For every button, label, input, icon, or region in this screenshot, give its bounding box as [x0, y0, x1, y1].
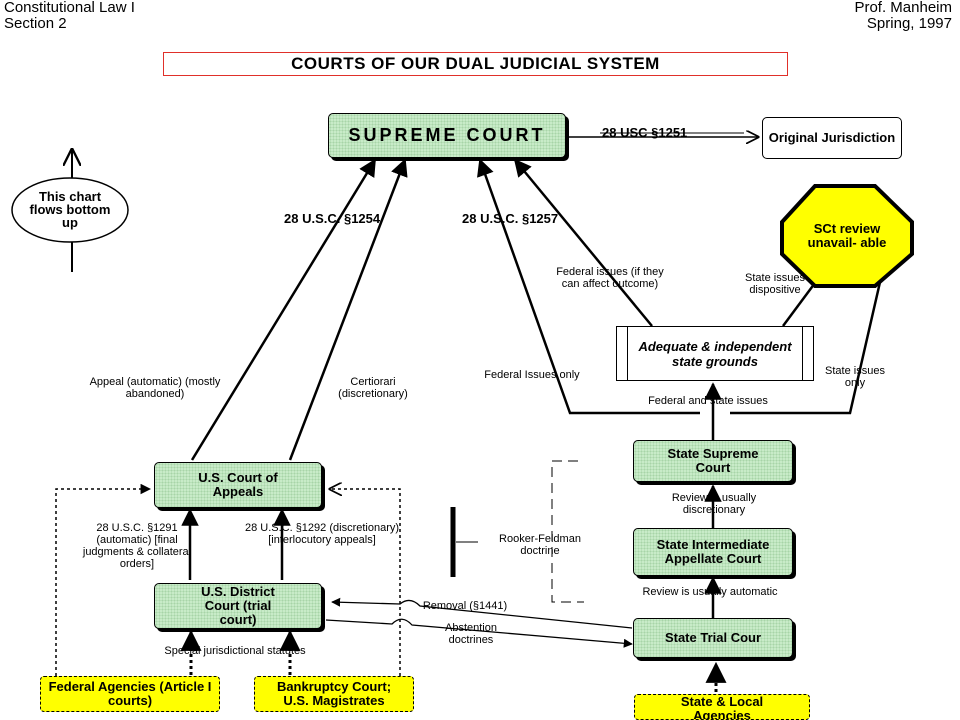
state-issues-only-arrow [730, 254, 892, 415]
appeal-automatic-label: Appeal (automatic) (mostly abandoned) [89, 376, 221, 400]
federal-issues-only-label: Federal Issues only [484, 369, 580, 381]
original-jurisdiction-box: Original Jurisdiction [762, 117, 902, 159]
state-intermediate-court-box: State Intermediate Appellate Court [633, 528, 793, 576]
certiorari-arrow [288, 158, 408, 461]
bankruptcy-appeals-dotted [330, 489, 401, 676]
flow-note: This chart flows bottom up [29, 189, 111, 230]
abstention-arrow [325, 618, 633, 648]
bankruptcy-box: Bankruptcy Court; U.S. Magistrates [254, 676, 414, 712]
state-supreme-court-box: State Supreme Court [633, 440, 793, 482]
federal-agencies-box: Federal Agencies (Article I courts) [40, 676, 220, 712]
rooker-feldman-label: Rooker-Feldman doctrine [499, 533, 581, 557]
adequate-grounds-box: Adequate & independent state grounds [616, 326, 814, 381]
rooker-feldman-bracket [551, 460, 584, 603]
review-automatic-label: Review is usually automatic [642, 586, 778, 598]
state-trial-court-box: State Trial Cour [633, 618, 793, 658]
state-issues-only-label: State issues only [825, 365, 885, 389]
state-issues-dispositive-label: State issues dispositive [745, 272, 805, 296]
abstention-label: Abstention doctrines [445, 622, 497, 646]
sct-unavailable-label: SCt review unavail- able [807, 221, 887, 250]
usc1254-label: 28 U.S.C. §1254 [284, 211, 381, 226]
course-name: Constitutional Law I [4, 0, 135, 16]
professor-header: Prof. Manheim Spring, 1997 [854, 0, 952, 32]
page-title: COURTS OF OUR DUAL JUDICIAL SYSTEM [163, 52, 788, 76]
review-discretionary-label: Review is usually discretionary [671, 492, 757, 516]
section-name: Section 2 [4, 15, 67, 32]
federal-and-state-label: Federal and state issues [648, 395, 768, 407]
usc1251-label: 28 USC §1251 [602, 125, 688, 140]
federal-issues-affect-label: Federal issues (if they can affect outco… [556, 266, 664, 290]
court-of-appeals-box: U.S. Court of Appeals [154, 462, 322, 508]
state-local-agencies-box: State & Local Agencies [634, 694, 810, 720]
usc1292-label: 28 U.S.C. §1292 (discretionary) [interlo… [244, 522, 400, 546]
sct-unavailable-octagon [780, 184, 914, 288]
professor-name: Prof. Manheim [854, 0, 952, 16]
special-statutes-label: Special jurisdictional statutes [164, 645, 306, 657]
usc1257-label: 28 U.S.C. §1257 [462, 211, 559, 226]
district-court-box: U.S. District Court (trial court) [154, 583, 322, 629]
federal-issues-affect-arrow [513, 158, 653, 327]
federal-issues-only-arrow [477, 158, 700, 415]
appeal-arrow [190, 158, 377, 461]
removal-label: Removal (§1441) [422, 600, 508, 612]
supreme-court-box: SUPREME COURT [328, 113, 566, 158]
agency-appeals-dotted [55, 483, 152, 676]
certiorari-label: Certiorari (discretionary) [338, 376, 408, 400]
flow-note-ellipse [11, 177, 129, 243]
usc1291-label: 28 U.S.C. §1291 (automatic) [final judgm… [82, 522, 192, 570]
course-header: Constitutional Law I Section 2 [4, 0, 135, 32]
term-name: Spring, 1997 [866, 15, 952, 32]
